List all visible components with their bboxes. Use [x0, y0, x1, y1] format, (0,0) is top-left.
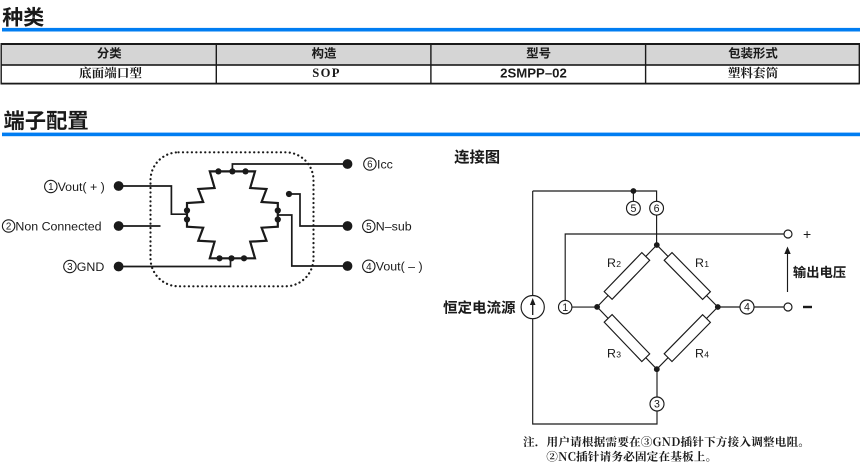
svg-text:1: 1	[562, 302, 568, 314]
svg-text:1: 1	[704, 259, 709, 269]
svg-text:3: 3	[654, 399, 660, 411]
svg-text:R: R	[695, 347, 704, 361]
svg-text:1: 1	[48, 182, 53, 193]
svg-text:GND: GND	[77, 260, 105, 274]
svg-text:Non Connected: Non Connected	[15, 219, 101, 233]
svg-text:R: R	[607, 347, 616, 361]
svg-text:2SMPP–02: 2SMPP–02	[500, 65, 567, 80]
svg-text:3: 3	[616, 350, 621, 360]
svg-text:6: 6	[367, 159, 373, 170]
svg-text:2: 2	[6, 221, 11, 232]
svg-text:5: 5	[366, 222, 372, 233]
svg-text:R: R	[695, 256, 704, 270]
svg-text:4: 4	[366, 262, 372, 273]
svg-text:4: 4	[704, 350, 709, 360]
svg-text:6: 6	[654, 203, 660, 215]
svg-text:4: 4	[744, 302, 750, 314]
svg-text:2: 2	[616, 259, 621, 269]
svg-text:Icc: Icc	[377, 157, 393, 171]
svg-text:5: 5	[630, 203, 636, 215]
svg-text:SOP: SOP	[312, 66, 340, 80]
svg-text:Vout( + ): Vout( + )	[58, 180, 105, 194]
svg-text:Vout( – ): Vout( – )	[376, 260, 423, 274]
svg-text:N–sub: N–sub	[376, 220, 412, 234]
svg-text:R: R	[607, 256, 616, 270]
svg-text:3: 3	[67, 262, 73, 273]
svg-text:+: +	[803, 226, 811, 242]
